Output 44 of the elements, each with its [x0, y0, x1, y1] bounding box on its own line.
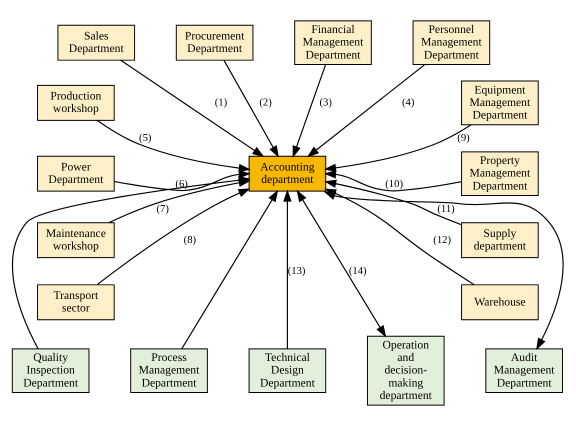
- node-box: Warehouse: [461, 284, 539, 320]
- edge-label: (14): [348, 264, 367, 277]
- arrow: [324, 124, 472, 172]
- edge-label: (10): [385, 178, 404, 190]
- node-box: Property Management Department: [461, 151, 539, 196]
- node-box: Power Department: [37, 156, 115, 192]
- node-box: Personnel Management Department: [412, 20, 490, 66]
- node-box: Sales Department: [57, 24, 136, 61]
- arrow: [181, 190, 278, 350]
- edge-label: (3): [320, 96, 332, 109]
- edge-label: (2): [259, 96, 272, 109]
- node-box: Equipment Management Department: [461, 80, 539, 126]
- node-box: Operation and decision-making department: [366, 336, 445, 406]
- arrow: [96, 120, 251, 172]
- arrow: [96, 188, 250, 285]
- edge-label: (8): [184, 234, 196, 246]
- node-box: Process Management Department: [130, 348, 208, 393]
- arrow: [120, 60, 264, 158]
- arrow: [223, 60, 279, 158]
- arrow: [292, 64, 326, 158]
- node-box: Quality Inspection Department: [12, 348, 90, 393]
- node-box: Accounting department: [248, 156, 326, 192]
- node-box: Maintenance workshop: [37, 222, 115, 258]
- edge-label: (5): [139, 132, 152, 144]
- node-box: Procurement Department: [176, 24, 254, 61]
- arrow: [283, 190, 292, 349]
- edge-label: (11): [437, 202, 455, 215]
- edge-label: (12): [433, 234, 452, 246]
- arrow: [324, 170, 462, 192]
- node-box: Financial Management Department: [294, 20, 372, 66]
- edge-label: (7): [156, 202, 169, 215]
- edge-label: (6): [175, 178, 188, 190]
- node-box: Production workshop: [37, 84, 115, 121]
- edge-label: (1): [214, 96, 228, 109]
- edge-label: (4): [402, 96, 414, 109]
- arrow: [324, 192, 564, 350]
- edge-label: (9): [457, 132, 470, 144]
- node-box: Technical Design Department: [248, 348, 326, 393]
- node-box: Transport sector: [37, 284, 115, 320]
- arrow: [306, 64, 426, 158]
- edge-label: (13): [288, 264, 306, 277]
- arrow: [296, 190, 386, 338]
- node-box: Audit Management Department: [485, 348, 563, 393]
- node-box: Supply department: [461, 222, 539, 258]
